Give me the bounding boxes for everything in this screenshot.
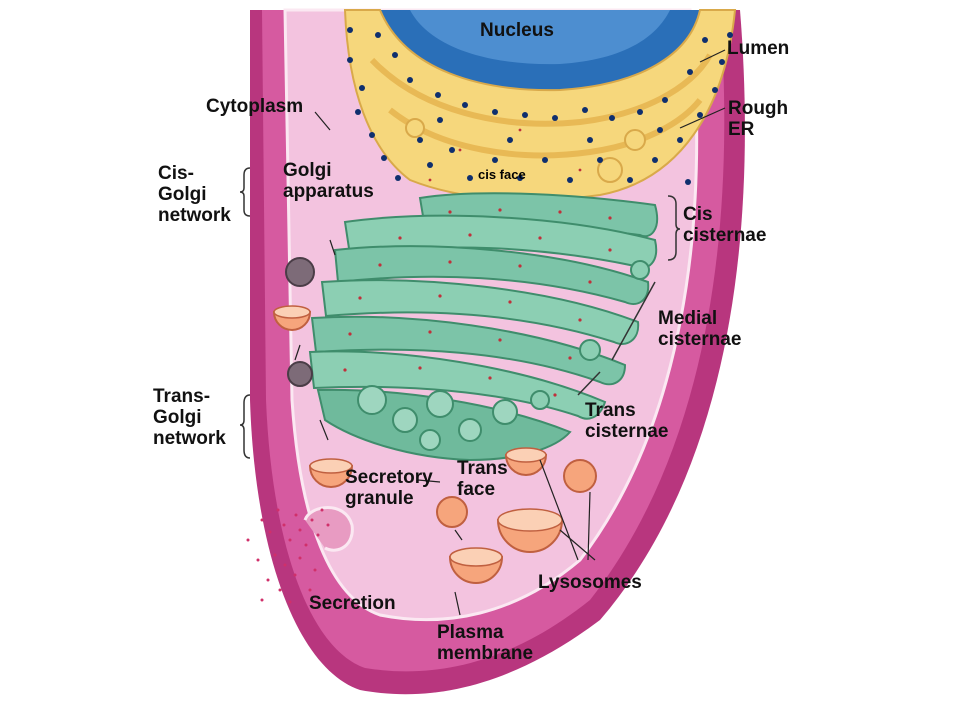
secretory-granules bbox=[308, 458, 504, 584]
transport-vesicles bbox=[272, 257, 315, 387]
label-nucleus: Nucleus bbox=[480, 20, 554, 41]
label-plasma-membrane: Plasma membrane bbox=[437, 622, 534, 664]
nucleus bbox=[380, 10, 700, 91]
label-secretory-granule: Secretory granule bbox=[345, 467, 433, 509]
label-cytoplasm: Cytoplasm bbox=[206, 96, 304, 117]
label-trans-cisternae: Trans cisternae bbox=[585, 400, 669, 442]
label-secretion: Secretion bbox=[309, 593, 396, 614]
label-trans-golgi-network: Trans- Golgi network bbox=[153, 386, 226, 449]
ribosomes bbox=[347, 27, 733, 185]
label-rough-er: Rough ER bbox=[728, 98, 789, 140]
label-golgi-apparatus: Golgi apparatus bbox=[283, 160, 374, 202]
label-lysosomes: Lysosomes bbox=[538, 572, 642, 593]
label-cis-golgi-network: Cis- Golgi network bbox=[158, 163, 231, 226]
label-lumen: Lumen bbox=[727, 38, 790, 59]
leader-lines bbox=[294, 49, 726, 616]
lysosome-vesicles bbox=[496, 447, 597, 553]
golgi-stack bbox=[308, 192, 659, 462]
label-brackets bbox=[239, 167, 681, 459]
golgi-protein-dots bbox=[343, 128, 612, 397]
label-cis-face: cis face bbox=[478, 167, 526, 182]
rough-er bbox=[343, 9, 737, 201]
label-medial-cisternae: Medial cisternae bbox=[658, 308, 742, 350]
label-trans-face: Trans face bbox=[457, 458, 508, 500]
label-cis-cisternae: Cis cisternae bbox=[683, 204, 767, 246]
secretion-dots bbox=[246, 508, 330, 604]
exocytosis-site bbox=[303, 506, 354, 552]
